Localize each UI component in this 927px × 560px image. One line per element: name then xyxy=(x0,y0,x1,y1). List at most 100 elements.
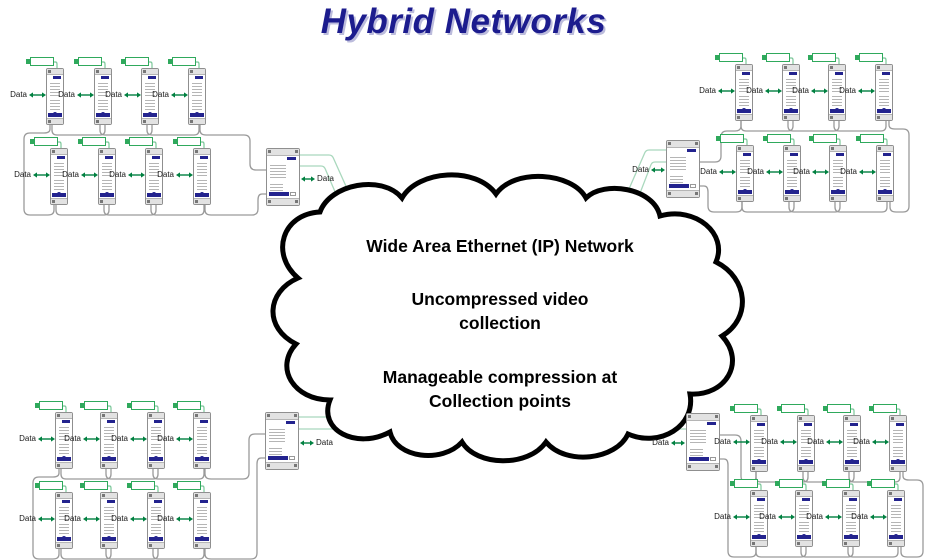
screw-icon xyxy=(102,544,105,547)
device-top-cap xyxy=(99,149,115,155)
transceiver-module xyxy=(193,412,211,469)
screw-icon xyxy=(195,494,198,497)
screw-icon xyxy=(688,415,691,418)
arrowhead-right-icon xyxy=(731,88,735,94)
tag-wire xyxy=(883,57,887,66)
tag-wire xyxy=(851,408,855,417)
label-lines xyxy=(197,163,207,176)
screw-icon xyxy=(96,120,99,123)
arrowhead-right-icon xyxy=(825,169,829,175)
transceiver-module xyxy=(750,415,768,472)
data-label: Data xyxy=(111,434,128,443)
arrowhead-right-icon xyxy=(824,88,828,94)
screw-icon xyxy=(799,467,802,470)
device-top-cap xyxy=(784,146,800,152)
label-lines xyxy=(833,177,843,187)
tag-wire xyxy=(837,138,841,147)
label-lines xyxy=(786,79,796,92)
label-lines xyxy=(104,524,114,534)
tag-wire xyxy=(758,408,762,417)
status-chip xyxy=(850,423,858,426)
arrowhead-right-icon xyxy=(839,439,843,445)
front-bar-end xyxy=(710,457,716,461)
source-dot-icon xyxy=(78,139,83,144)
source-dot-icon xyxy=(125,139,130,144)
tag-wire xyxy=(102,61,106,70)
arrowhead-right-icon xyxy=(96,516,100,522)
data-label: Data xyxy=(157,170,174,179)
front-bar xyxy=(195,193,209,197)
video-source-tag xyxy=(127,401,155,410)
device-top-cap xyxy=(47,69,63,75)
source-dot-icon xyxy=(808,55,813,60)
data-label: Data xyxy=(793,167,810,176)
arrowhead-left-icon xyxy=(870,514,874,520)
label-lines xyxy=(197,180,207,190)
arrowhead-right-icon xyxy=(793,439,797,445)
screw-icon xyxy=(294,464,297,467)
label-lines xyxy=(754,522,764,532)
device-top-cap xyxy=(101,493,117,499)
video-source-tag xyxy=(856,134,884,143)
status-chip xyxy=(62,500,70,503)
screw-icon xyxy=(844,492,847,495)
source-dot-icon xyxy=(30,139,35,144)
video-source-tag xyxy=(715,53,743,62)
tag-wire xyxy=(149,61,153,70)
status-chip xyxy=(802,498,810,501)
video-source-tag xyxy=(777,404,805,413)
screw-icon xyxy=(190,120,193,123)
source-dot-icon xyxy=(763,136,768,141)
arrowhead-right-icon xyxy=(51,436,55,442)
screw-icon xyxy=(695,192,698,195)
data-label: Data xyxy=(700,167,717,176)
wire xyxy=(32,469,60,560)
label-lines xyxy=(670,176,683,186)
transceiver-module xyxy=(828,64,846,121)
status-chip xyxy=(894,498,902,501)
video-source-tag xyxy=(74,57,102,66)
video-source-tag xyxy=(730,479,758,488)
source-dot-icon xyxy=(716,136,721,141)
front-bar xyxy=(48,113,62,117)
video-source-tag xyxy=(173,481,201,490)
arrowhead-left-icon xyxy=(718,88,722,94)
tag-wire xyxy=(758,483,762,492)
data-label: Data xyxy=(759,512,776,521)
arrowhead-right-icon xyxy=(137,92,141,98)
label-lines xyxy=(740,160,750,173)
label-lines xyxy=(50,83,60,96)
device-top-cap xyxy=(194,413,210,419)
video-source-tag xyxy=(809,134,837,143)
status-chip xyxy=(757,423,765,426)
device-top-cap xyxy=(877,146,893,152)
data-label: Data xyxy=(853,437,870,446)
screw-icon xyxy=(737,116,740,119)
video-source-tag xyxy=(78,137,106,146)
device-bottom-cap xyxy=(830,195,846,201)
status-chip xyxy=(757,498,765,501)
device-bottom-cap xyxy=(101,462,117,468)
arrowhead-left-icon xyxy=(778,514,782,520)
source-dot-icon xyxy=(855,55,860,60)
arrowhead-left-icon xyxy=(83,516,87,522)
device-bottom-cap xyxy=(101,542,117,548)
label-lines xyxy=(104,507,114,520)
label-lines xyxy=(754,430,764,443)
wire xyxy=(55,205,110,216)
device-bottom-cap xyxy=(99,198,115,204)
device-bottom-cap xyxy=(783,114,799,120)
screw-icon xyxy=(845,467,848,470)
screw-icon xyxy=(668,192,671,195)
transceiver-module xyxy=(94,68,112,125)
front-bar-end xyxy=(289,456,295,460)
arrowhead-left-icon xyxy=(38,436,42,442)
wire xyxy=(204,433,265,480)
transceiver-module xyxy=(782,64,800,121)
source-dot-icon xyxy=(121,59,126,64)
tag-wire xyxy=(895,483,899,492)
label-lines xyxy=(833,160,843,173)
label-lines xyxy=(754,447,764,457)
front-bar xyxy=(149,457,163,461)
arrowhead-left-icon xyxy=(825,514,829,520)
